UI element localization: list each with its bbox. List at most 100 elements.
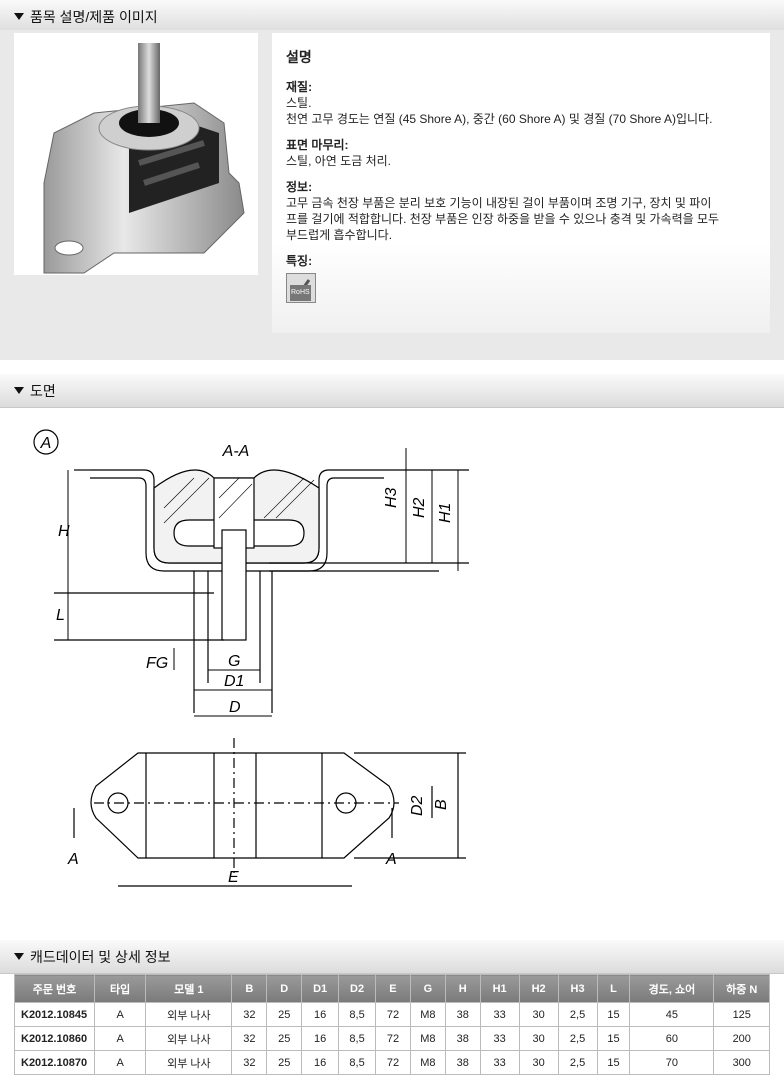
table-cell: A: [93, 1026, 147, 1051]
table-cell: A: [93, 1050, 147, 1075]
collapse-triangle-icon[interactable]: [14, 387, 24, 394]
circle-marker: [33, 429, 59, 455]
table-cell: 30: [518, 1026, 559, 1051]
description-heading: 설명: [286, 49, 312, 65]
section-title: 품목 설명/제품 이미지: [30, 8, 158, 25]
table-cell: 2,5: [557, 1050, 598, 1075]
rohs-text: RoHS: [290, 285, 311, 301]
table-cell: 2,5: [557, 1026, 598, 1051]
table-cell[interactable]: K2012.10860: [14, 1026, 95, 1051]
table-cell: 25: [266, 1050, 303, 1075]
circle-label: A: [40, 435, 52, 452]
table-cell: 300: [713, 1050, 770, 1075]
description-panel: 설명 재질: 스틸. 천연 고무 경도는 연질 (45 Shore A), 중간…: [272, 33, 770, 333]
col-header[interactable]: B: [231, 974, 268, 1003]
col-header[interactable]: H3: [557, 974, 598, 1003]
table-cell[interactable]: K2012.10845: [14, 1002, 95, 1027]
col-header[interactable]: G: [409, 974, 446, 1003]
collapse-triangle-icon[interactable]: [14, 13, 24, 20]
table-cell: 15: [596, 1050, 631, 1075]
col-header[interactable]: 경도, 쇼어: [629, 974, 715, 1003]
section-header-drawing[interactable]: 도면: [0, 374, 784, 408]
collapse-triangle-icon[interactable]: [14, 953, 24, 960]
finish-text: 스틸, 아연 도금 처리.: [286, 154, 391, 168]
technical-drawing: A A-A: [14, 408, 770, 928]
label-H3: H3: [383, 487, 400, 508]
material-line: 스틸.: [286, 96, 312, 110]
finish-label: 표면 마무리:: [286, 138, 349, 152]
table-cell: 72: [375, 1050, 411, 1075]
table-header-row: 주문 번호 타입 모델 1 B D D1 D2 E G H H1 H2 H3 L…: [14, 974, 770, 1003]
section-title: 캐드데이터 및 상세 정보: [30, 948, 171, 965]
col-header[interactable]: E: [375, 974, 411, 1003]
table-cell[interactable]: K2012.10870: [14, 1050, 95, 1075]
table-cell: 25: [266, 1002, 303, 1027]
table-cell: 25: [266, 1026, 303, 1051]
section-header-cad[interactable]: 캐드데이터 및 상세 정보: [0, 940, 784, 974]
table-cell: 16: [301, 1026, 340, 1051]
table-cell: 38: [444, 1002, 481, 1027]
table-cell: 32: [231, 1050, 268, 1075]
table-cell: 30: [518, 1002, 559, 1027]
hatching: [163, 477, 315, 524]
label-A-left: A: [67, 851, 79, 868]
specs-table: 주문 번호 타입 모델 1 B D D1 D2 E G H H1 H2 H3 L…: [14, 974, 770, 1075]
table-cell: 72: [375, 1026, 411, 1051]
section-label: A-A: [222, 443, 250, 460]
col-header[interactable]: L: [596, 974, 631, 1003]
material-line: 천연 고무 경도는 연질 (45 Shore A), 중간 (60 Shore …: [286, 112, 713, 126]
table-cell: 16: [301, 1050, 340, 1075]
table-cell: 32: [231, 1002, 268, 1027]
table-cell: 125: [713, 1002, 770, 1027]
table-cell: 72: [375, 1002, 411, 1027]
table-cell: M8: [409, 1026, 446, 1051]
table-cell: A: [93, 1002, 147, 1027]
table-cell: 외부 나사: [145, 1050, 233, 1075]
info-line: 프를 걸기에 적합합니다. 천장 부품은 인장 하중을 받을 수 있으나 충격 …: [286, 212, 720, 226]
table-cell: 8,5: [338, 1026, 377, 1051]
table-cell: 60: [629, 1026, 715, 1051]
table-cell: 15: [596, 1002, 631, 1027]
col-header[interactable]: H1: [479, 974, 520, 1003]
label-D2: D2: [409, 795, 426, 816]
label-H1: H1: [437, 503, 454, 523]
section-view: [54, 469, 469, 713]
table-cell: 8,5: [338, 1002, 377, 1027]
label-G: G: [228, 653, 240, 670]
info-line: 부드럽게 흡수합니다.: [286, 228, 393, 242]
table-cell: M8: [409, 1002, 446, 1027]
section-title: 도면: [30, 382, 56, 399]
col-header[interactable]: 주문 번호: [14, 974, 95, 1003]
material-label: 재질:: [286, 80, 313, 94]
label-H2: H2: [411, 497, 428, 518]
description-section: 설명 재질: 스틸. 천연 고무 경도는 연질 (45 Shore A), 중간…: [0, 30, 784, 360]
table-cell: 외부 나사: [145, 1026, 233, 1051]
col-header[interactable]: H2: [518, 974, 559, 1003]
dimensions: [67, 448, 459, 717]
label-H: H: [58, 523, 70, 540]
col-header[interactable]: D1: [301, 974, 340, 1003]
table-cell: 16: [301, 1002, 340, 1027]
col-header[interactable]: D: [266, 974, 303, 1003]
col-header[interactable]: D2: [338, 974, 377, 1003]
col-header[interactable]: 하중 N: [713, 974, 770, 1003]
table-cell: M8: [409, 1050, 446, 1075]
label-D1: D1: [224, 673, 244, 690]
section-header-description[interactable]: 품목 설명/제품 이미지: [0, 0, 784, 34]
table-cell: 33: [479, 1002, 520, 1027]
label-E: E: [228, 869, 239, 886]
label-D: D: [229, 699, 241, 716]
table-cell: 45: [629, 1002, 715, 1027]
table-cell: 32: [231, 1026, 268, 1051]
table-cell: 30: [518, 1050, 559, 1075]
info-label: 정보:: [286, 180, 313, 194]
table-cell: 33: [479, 1050, 520, 1075]
col-header[interactable]: H: [444, 974, 481, 1003]
col-header[interactable]: 타입: [93, 974, 147, 1003]
col-header[interactable]: 모델 1: [145, 974, 233, 1003]
table-cell: 70: [629, 1050, 715, 1075]
features-label: 특징:: [286, 254, 313, 268]
